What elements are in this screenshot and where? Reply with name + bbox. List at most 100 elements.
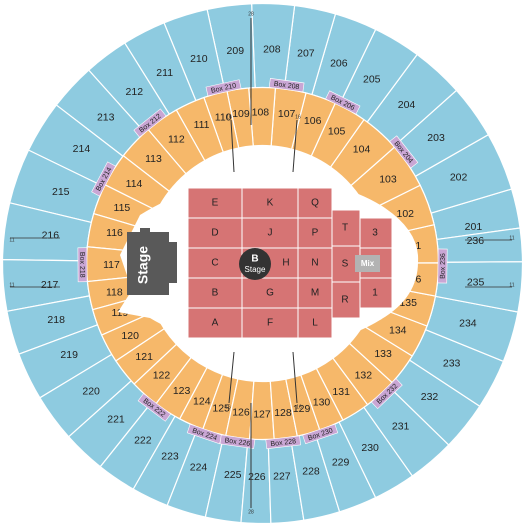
upper-section-label: 215 (52, 186, 70, 198)
upper-section-label: 220 (82, 385, 100, 397)
lower-section-label: 128 (274, 407, 292, 419)
floor-section-label: E (212, 198, 219, 209)
mix-box (355, 255, 380, 272)
box-suite-shape (302, 423, 339, 445)
lower-section-label: 103 (379, 173, 397, 185)
box-suite-box-236[interactable]: Box 236 (437, 248, 448, 284)
lower-section-label: 131 (332, 386, 350, 398)
upper-section-231[interactable]: 231 (363, 385, 450, 477)
floor-section-N[interactable]: N (297, 247, 333, 279)
box-suite-box-226[interactable]: Box 226 (219, 434, 256, 449)
floor-section-shape (297, 307, 333, 339)
upper-section-label: 225 (224, 469, 242, 481)
floor-section-label: T (342, 223, 348, 234)
lower-section-label: 104 (353, 143, 371, 155)
floor-section-F[interactable]: F (241, 307, 299, 339)
floor-section-L[interactable]: L (297, 307, 333, 339)
box-suite-shape (389, 135, 419, 169)
upper-section-label: 228 (302, 466, 320, 478)
upper-section-label: 217 (41, 279, 59, 291)
upper-section-label: 212 (126, 86, 144, 98)
floor-section-A[interactable]: A (187, 307, 243, 339)
box-suite-box-228[interactable]: Box 228 (265, 435, 301, 450)
upper-section-228[interactable]: 228 (289, 430, 341, 521)
lower-section-label: 127 (253, 408, 271, 420)
lower-section-label: 118 (106, 287, 123, 299)
lower-section-109[interactable]: 109 (226, 87, 254, 149)
main-stage[interactable]: Stage (127, 228, 177, 295)
floor-section-M[interactable]: M (297, 277, 333, 309)
floor-section-D[interactable]: D (187, 217, 243, 249)
box-suite-label: Box 208 (273, 81, 299, 91)
lower-section-125[interactable]: 125 (202, 373, 239, 437)
floor-section-label: B (212, 288, 219, 299)
lower-section-108[interactable]: 108 (248, 86, 277, 147)
floor-section-T[interactable]: T (331, 209, 361, 247)
lower-section-label: 132 (355, 370, 373, 382)
lower-section-label: 115 (114, 202, 131, 214)
floor-section-label: H (282, 258, 289, 269)
box-suite-box-208[interactable]: Box 208 (268, 78, 305, 93)
mix-position: Mix (355, 255, 380, 272)
upper-section-label: 230 (361, 442, 379, 454)
floor-section-P[interactable]: P (297, 217, 333, 249)
upper-section-label: 205 (363, 73, 381, 85)
box-suite-label: Box 218 (78, 252, 85, 278)
lower-section-label: 111 (194, 119, 210, 131)
lower-section-label: 126 (232, 407, 250, 419)
floor-section-label: F (267, 318, 273, 329)
floor-section-E[interactable]: E (187, 187, 243, 219)
b-stage[interactable]: B Stage (239, 248, 271, 280)
upper-section-label: 235 (467, 277, 485, 289)
box-suite-shape (133, 108, 167, 138)
lower-section-label: 130 (313, 396, 331, 408)
floor-section-shape (359, 277, 393, 309)
row-mark-bottom-left: 16 (225, 404, 231, 410)
lower-level-ring: 1011021031041051061071081091101111121131… (85, 86, 440, 441)
floor-section-shape (331, 281, 361, 319)
lower-section-label: 134 (389, 324, 407, 336)
lower-section-label: 113 (145, 153, 162, 165)
floor-section-label: D (211, 228, 218, 239)
floor-section-3[interactable]: 3 (359, 217, 393, 249)
floor-section-B[interactable]: B (187, 277, 243, 309)
box-suite-box-218[interactable]: Box 218 (77, 247, 88, 283)
lower-section-label: 116 (106, 227, 123, 239)
upper-section-label: 233 (443, 357, 461, 369)
stage-shape (127, 228, 177, 295)
floor-section-shape (297, 187, 333, 219)
upper-section-label: 206 (330, 57, 348, 69)
floor-section-1[interactable]: 1 (359, 277, 393, 309)
upper-section-label: 218 (47, 314, 65, 326)
upper-section-label: 211 (156, 67, 173, 79)
floor-section-Q[interactable]: Q (297, 187, 333, 219)
aisle-line-top-left (230, 119, 235, 173)
upper-section-label: 221 (107, 413, 125, 425)
floor-section-label: J (268, 228, 273, 239)
lower-section-122[interactable]: 122 (133, 343, 193, 405)
lower-section-label: 124 (193, 396, 211, 408)
floor-section-G[interactable]: G (241, 277, 299, 309)
floor-section-J[interactable]: J (241, 217, 299, 249)
aisle-line-bottom-right (292, 351, 298, 404)
floor-section-C[interactable]: C (187, 247, 243, 279)
floor-section-shape (187, 277, 243, 309)
row-mark-left-lower: 11 (9, 282, 14, 288)
lower-section-label: 109 (232, 108, 250, 120)
box-suite-shape (219, 434, 256, 449)
floor-section-K[interactable]: K (241, 187, 299, 219)
floor-section-shape (359, 217, 393, 249)
floor-section-label: 1 (372, 288, 378, 299)
floor-section-R[interactable]: R (331, 281, 361, 319)
floor-section-label: C (211, 258, 218, 269)
aisle-markers: 28 28 16 16 16 16 11 11 11 11 (9, 11, 514, 515)
floor-section-shape (297, 277, 333, 309)
row-mark-right-upper: 11 (509, 235, 514, 241)
upper-section-label: 204 (398, 99, 416, 111)
mix-label: Mix (361, 259, 375, 268)
lower-section-label: 125 (212, 403, 230, 415)
box-suite-shape (437, 248, 448, 284)
lower-section-label: 107 (278, 108, 296, 120)
floor-section-label: S (342, 259, 349, 270)
lower-section-111[interactable]: 111 (175, 96, 224, 162)
